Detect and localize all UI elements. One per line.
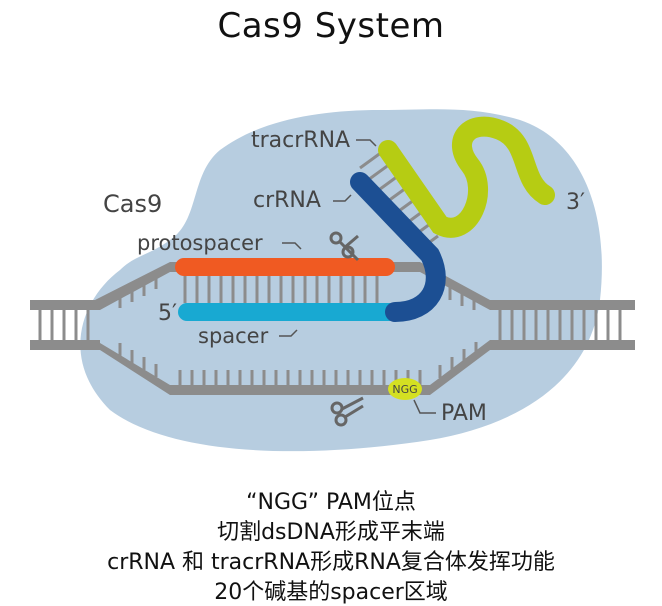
diagram-title: Cas9 System (217, 6, 445, 46)
scissors-icon-bottom (330, 396, 364, 427)
spacer-label: spacer (198, 324, 269, 348)
tracrrna-strand (378, 116, 555, 238)
spacer-strand (178, 303, 398, 321)
crrna-label: crRNA (253, 188, 321, 213)
caption-line-4: 20个碱基的spacer区域 (214, 580, 448, 605)
caption-line-2: 切割dsDNA形成平末端 (217, 520, 445, 545)
protospacer-leader (282, 242, 302, 250)
caption-line-1: “NGG” PAM位点 (246, 490, 416, 515)
protospacer-strand (175, 258, 395, 276)
caption-line-3: crRNA 和 tracrRNA形成RNA复合体发挥功能 (107, 550, 555, 575)
ngg-marker (388, 378, 422, 400)
dna-rungs (38, 275, 622, 385)
five-prime-label: 5′ (158, 301, 177, 326)
crrna-strand (350, 172, 446, 322)
tracrrna-leader (356, 139, 377, 147)
three-prime-label: 3′ (566, 190, 585, 215)
protospacer-label: protospacer (137, 231, 263, 255)
cas9-label: Cas9 (103, 190, 162, 218)
tracrrna-label: tracrRNA (251, 128, 350, 153)
spacer-leader (279, 329, 298, 337)
crrna-leader (333, 194, 352, 202)
cas9-diagram: NGG Cas9 tracrRNA crRNA protospacer spac… (30, 109, 635, 452)
pam-label: PAM (441, 401, 487, 426)
pam-leader (413, 399, 436, 414)
scissors-icon-top (329, 231, 360, 262)
ngg-label: NGG (392, 383, 417, 396)
